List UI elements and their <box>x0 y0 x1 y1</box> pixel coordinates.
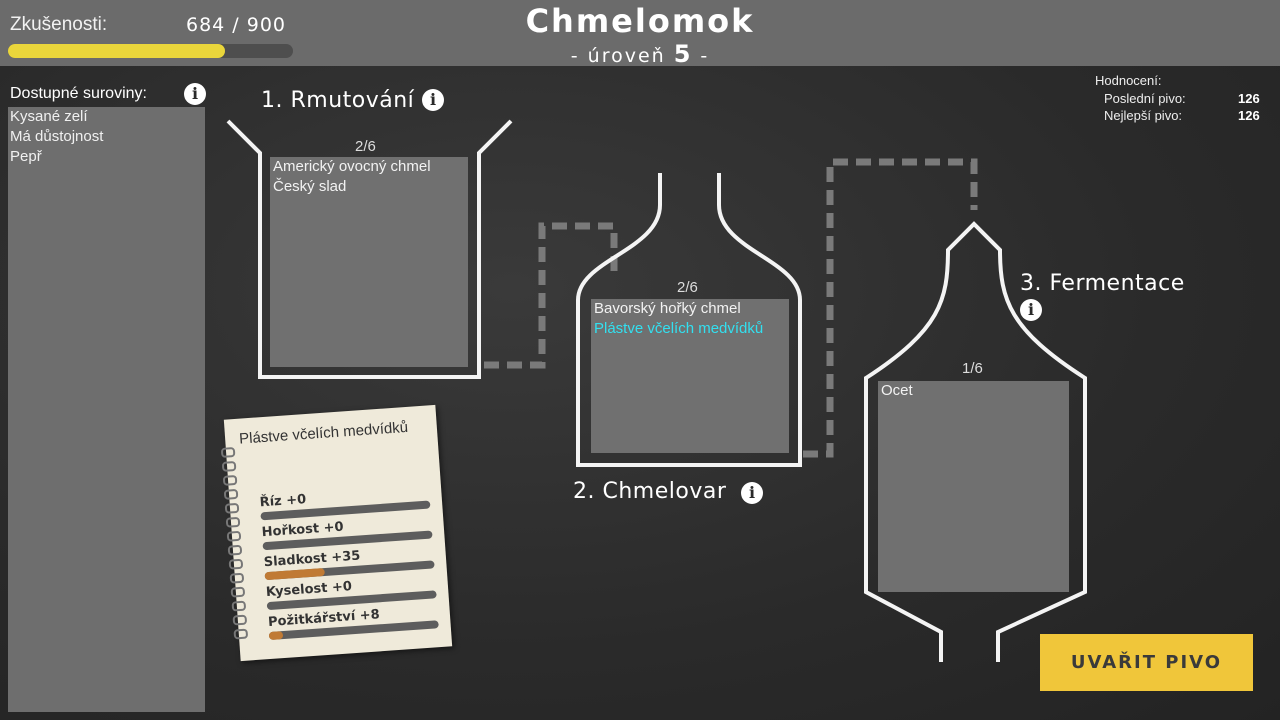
stage-mash-label: 1. Rmutování <box>261 88 415 113</box>
stat-bar-fill <box>262 542 264 551</box>
boil-item[interactable]: Bavorský hořký chmel <box>594 300 741 317</box>
ingredient-item[interactable]: Pepř <box>10 148 42 165</box>
level-number: 5 <box>673 40 693 68</box>
level-indicator: - úroveň 5- <box>0 40 1280 68</box>
stat-bar-fill <box>266 602 268 611</box>
stage-boil-label: 2. Chmelovar <box>573 479 727 504</box>
notepad-ring <box>222 474 238 486</box>
notepad-ring <box>233 628 249 640</box>
stat-bar-fill <box>264 568 325 581</box>
boil-ingredient-box[interactable]: Bavorský hořký chmel Plástve včelích med… <box>591 299 789 453</box>
notepad-ring <box>224 502 240 514</box>
ingredient-item[interactable]: Kysané zelí <box>10 108 88 125</box>
score-label: Hodnocení: <box>1095 73 1162 88</box>
ferment-item[interactable]: Ocet <box>881 382 913 399</box>
mash-item[interactable]: Český slad <box>273 178 347 195</box>
stage-ferment-label: 3. Fermentace <box>1020 271 1185 296</box>
notepad-ring <box>220 446 236 458</box>
notepad-ring <box>227 544 243 556</box>
best-beer-value: 126 <box>1238 108 1260 123</box>
notepad-ring <box>225 516 241 528</box>
ingredient-item[interactable]: Má důstojnost <box>10 128 104 145</box>
stat-bar-fill <box>268 631 283 641</box>
xp-value: 684 / 900 <box>186 14 287 36</box>
ingredient-notepad: Plástve včelích medvídků Říz +0 Hořkost … <box>220 404 453 662</box>
notepad-ring <box>229 572 245 584</box>
notepad-ring <box>232 614 248 626</box>
notepad-ring <box>221 460 237 472</box>
notepad-ring <box>231 600 247 612</box>
ingredients-label: Dostupné suroviny: <box>10 85 147 102</box>
boil-kettle-outline <box>576 173 802 467</box>
level-prefix: - úroveň <box>570 45 666 67</box>
info-icon[interactable]: i <box>1020 299 1042 321</box>
info-icon[interactable]: i <box>741 482 763 504</box>
ferment-count: 1/6 <box>962 360 983 377</box>
boil-item[interactable]: Plástve včelích medvídků <box>594 320 764 337</box>
ingredients-list[interactable]: Kysané zelí Má důstojnost Pepř <box>8 107 205 712</box>
notepad-title: Plástve včelích medvídků <box>238 418 409 448</box>
stat-bar-fill <box>260 512 261 521</box>
game-title: Chmelomok <box>525 2 755 40</box>
notepad-ring <box>230 586 246 598</box>
last-beer-value: 126 <box>1238 91 1260 106</box>
mash-ingredient-box[interactable]: Americký ovocný chmel Český slad <box>270 157 468 367</box>
last-beer-label: Poslední pivo: <box>1104 91 1186 106</box>
pipe-mash-boil <box>484 222 618 369</box>
mash-tun-outline <box>226 119 513 379</box>
best-beer-label: Nejlepší pivo: <box>1104 108 1183 123</box>
info-icon[interactable]: i <box>184 83 206 105</box>
stat-row: Požitkářství +8 <box>268 603 439 641</box>
info-icon[interactable]: i <box>422 89 444 111</box>
notepad-ring <box>226 530 242 542</box>
mash-count: 2/6 <box>355 138 376 155</box>
xp-progress-bar <box>8 44 293 58</box>
top-bar: Zkušenosti: 684 / 900 Chmelomok - úroveň… <box>0 0 1280 68</box>
level-suffix: - <box>700 45 710 67</box>
brew-beer-button[interactable]: UVAŘIT PIVO <box>1040 634 1253 691</box>
xp-progress-fill <box>8 44 225 58</box>
notepad-ring <box>223 488 239 500</box>
pipe-lines <box>484 158 978 458</box>
boil-count: 2/6 <box>677 279 698 296</box>
fermenter-outline <box>864 221 1087 662</box>
mash-item[interactable]: Americký ovocný chmel <box>273 158 431 175</box>
xp-label: Zkušenosti: <box>10 14 108 35</box>
ferment-ingredient-box[interactable]: Ocet <box>878 381 1069 592</box>
notepad-ring <box>228 558 244 570</box>
